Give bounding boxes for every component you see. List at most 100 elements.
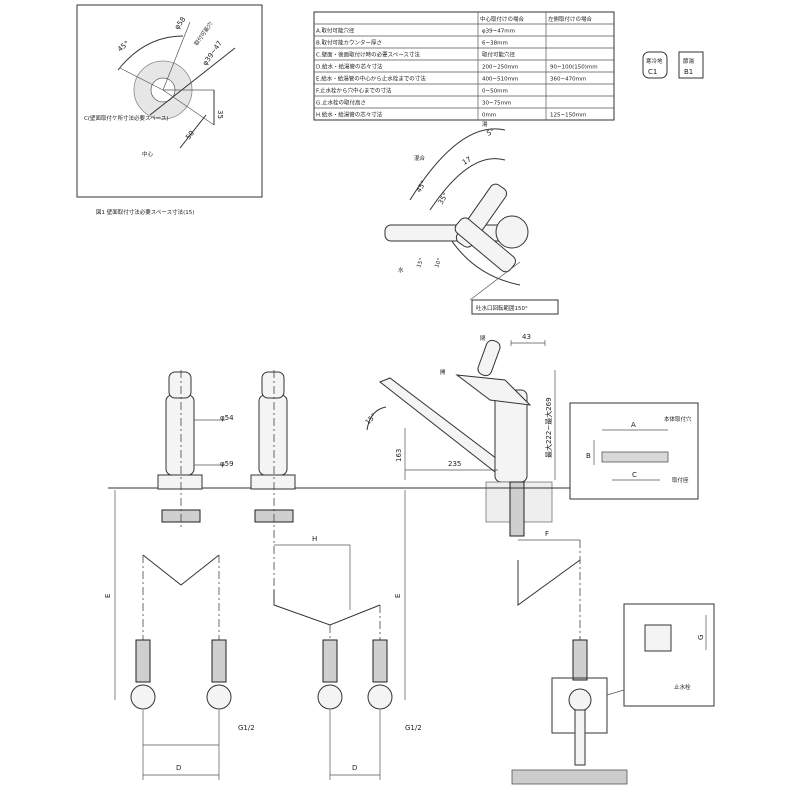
angle-d: 10° — [434, 257, 443, 268]
dim-angle: 15° — [364, 412, 378, 426]
dim-f: F — [545, 530, 549, 538]
table-row-value-center: 30~75mm — [482, 101, 511, 107]
label-hot: 湯 — [482, 120, 488, 128]
angle-a: 45° — [415, 179, 428, 194]
table-row-label: G.止水栓の取付高さ — [316, 99, 366, 107]
swivel-arc-mid — [429, 158, 506, 211]
detail-counter — [601, 451, 669, 463]
lever-left — [168, 371, 192, 399]
table-col-header-1: 中心取付けの場合 — [480, 15, 525, 23]
dim-235: 235 — [448, 460, 461, 468]
inset-frame — [76, 4, 263, 198]
detail-dim-a: A — [631, 421, 636, 429]
lever-label-open: 開 — [440, 369, 446, 376]
label-mix: 混合 — [414, 154, 426, 162]
angle-line-top — [162, 21, 191, 91]
table-row-value-center: 0mm — [482, 113, 496, 119]
table-row-value-left: 90~100(150)mm — [550, 65, 598, 71]
detail-dim-c: C — [632, 471, 637, 479]
supply-valve-right-b — [367, 684, 393, 710]
table-col-header-2: 左側取付けの場合 — [548, 15, 593, 23]
front-view-right: H E D G1/2 — [250, 370, 422, 780]
table-row-value-center: 0~50mm — [482, 89, 508, 95]
angle-arc — [117, 35, 184, 71]
detail-frame — [569, 402, 699, 500]
dim-50-line — [179, 114, 207, 149]
hose-route-right — [273, 590, 381, 626]
center-line-d — [162, 89, 215, 126]
table-row-value-center: 6~38mm — [482, 41, 508, 47]
dim-d-left: D — [176, 764, 181, 772]
floor-hatch — [511, 769, 628, 785]
dim-d-right: D — [352, 764, 357, 772]
hose-zigzag-left — [142, 554, 220, 586]
hole-range: φ39~47 — [201, 39, 224, 67]
badge-cold-region: 寒冷地 C1 — [642, 51, 668, 79]
stop-valve-side: F G 止水栓 — [511, 530, 715, 785]
hose-side — [517, 559, 581, 606]
detail-label-top: 本体取付穴 — [664, 415, 692, 423]
lever-side — [455, 374, 532, 406]
supply-valve-left-b — [206, 684, 232, 710]
dim-range: 最大222~最大269 — [544, 397, 553, 458]
faucet-body-top — [495, 215, 529, 249]
inset-caption: 図1 壁面取付寸法必要スペース寸法(15) — [96, 208, 194, 216]
dim-h: H — [312, 535, 317, 543]
badges: 寒冷地 C1 節湯 B1 — [642, 51, 704, 79]
table-row-value-center: 取付可能穴径 — [482, 51, 516, 59]
table-row-value-center: 400~510mm — [482, 77, 518, 83]
thread-right: G1/2 — [405, 724, 422, 732]
lever-label-close: 閉 — [480, 335, 486, 342]
spout-top-view — [384, 224, 516, 242]
dim-e-left: E — [104, 594, 112, 598]
top-view-swivel: 吐水口回転範囲150° 混合 湯 水 5° 45° 35° 15° 10° 17 — [384, 120, 559, 315]
valve-label: 止水栓 — [674, 683, 691, 691]
badge-saving-top: 節湯 — [683, 57, 695, 65]
table-row-value-center: φ39~47mm — [482, 29, 515, 35]
angle-b: 35° — [437, 191, 450, 206]
badge-water-saving: 節湯 B1 — [678, 51, 704, 79]
table-row-value-left: 125~150mm — [550, 113, 586, 119]
lever-right — [261, 371, 285, 399]
table-row-label: E.給水・給湯管の中心から止水栓までの寸法 — [316, 75, 426, 83]
stop-valve — [568, 688, 592, 712]
table-row-label: B.取付可能カウンター厚さ — [316, 39, 382, 47]
angle-c: 15° — [416, 257, 425, 268]
mount-shank — [509, 481, 525, 537]
detail-dim-b: B — [586, 452, 591, 460]
dim-163: 163 — [395, 449, 403, 462]
table-row-label: D.給水・給湯管の芯々寸法 — [316, 63, 383, 71]
dim-right: 35 — [216, 110, 224, 119]
table-frame — [313, 11, 615, 121]
angle-label: 45° — [116, 39, 131, 53]
angle-line-left — [119, 67, 164, 91]
thread-left: G1/2 — [238, 724, 255, 732]
badge-cold-bottom: C1 — [648, 68, 657, 76]
table-row-label: F.止水栓から穴中心までの寸法 — [316, 87, 392, 95]
center-label: 中心 — [142, 150, 154, 158]
wall-label: C(壁面取付ケ所寸法必要スペース) — [84, 114, 168, 122]
table-row-label: C.壁面・後面取付け時の必要スペース寸法 — [316, 51, 420, 59]
side-view: 43 最大222~最大269 163 235 15° 閉 開 — [364, 333, 556, 537]
dim-43: 43 — [522, 333, 531, 341]
table-row-label: H.給水・給湯管の芯々寸法 — [316, 111, 383, 119]
badge-cold-top: 寒冷地 — [646, 57, 663, 65]
label-cold: 水 — [398, 266, 404, 274]
body-right — [258, 394, 288, 476]
wall-line — [149, 47, 236, 116]
dim-g: G — [697, 635, 705, 640]
front-view-left: φ54 φ59 E D G1/2 — [104, 370, 255, 780]
detail-label-side: 取付座 — [672, 476, 689, 484]
hole-dim-top: φ58 — [173, 15, 187, 31]
dim-54: φ54 — [220, 414, 234, 422]
table-row-label: A.取付可能穴径 — [316, 27, 355, 35]
dim-bottom: 50 — [184, 129, 196, 141]
table-row-value-center: 200~250mm — [482, 65, 518, 71]
angle-top: 5° — [485, 127, 496, 138]
dim-e-right: E — [394, 594, 402, 598]
table-row-value-left: 360~470mm — [550, 77, 586, 83]
lever-up — [477, 339, 501, 377]
swivel-note: 吐水口回転範囲150° — [476, 304, 528, 312]
